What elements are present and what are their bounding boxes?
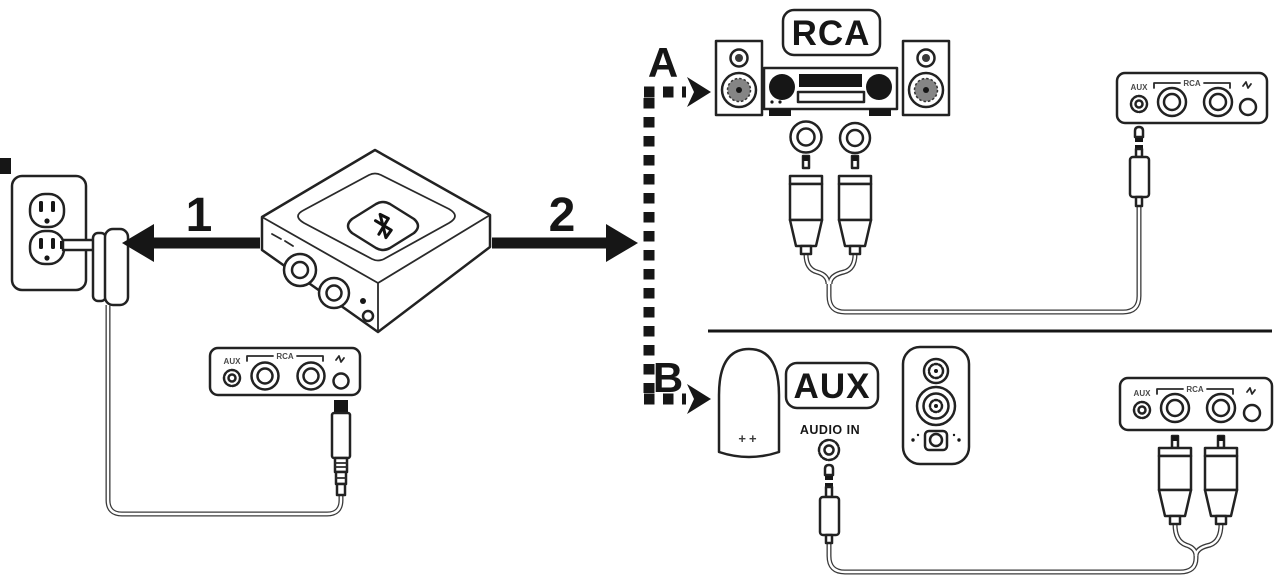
minijack-plug-icon-a bbox=[1128, 125, 1151, 208]
power-label-icon bbox=[1242, 81, 1252, 89]
adapter-rear-panel-b: AUX RCA bbox=[1118, 376, 1274, 432]
arrowhead-left bbox=[122, 224, 154, 262]
rca-plug-icon-gray-b bbox=[1157, 434, 1193, 526]
barrel-plug-icon bbox=[330, 400, 352, 497]
arrowhead-right bbox=[606, 224, 638, 262]
split-dotted-path: A B bbox=[643, 39, 711, 414]
section-a-rca: RCA bbox=[714, 8, 951, 256]
bluetooth-adapter bbox=[260, 148, 492, 334]
option-a-label: A bbox=[648, 39, 678, 86]
power-adapter bbox=[60, 227, 130, 307]
receiver-slot bbox=[796, 90, 866, 104]
adapter-rear-panel-main: AUX RCA bbox=[208, 346, 362, 397]
panel-main-aux-label: AUX bbox=[224, 357, 242, 366]
stereo-speaker-right bbox=[901, 39, 951, 117]
panel-main-rca-label: RCA bbox=[276, 352, 294, 361]
arrowhead-option-a bbox=[687, 77, 711, 107]
wall-outlet-icon bbox=[10, 174, 88, 292]
volume-buttons-label: ++ bbox=[738, 431, 759, 446]
audio-cable-b bbox=[826, 541, 1199, 575]
step-2-label: 2 bbox=[549, 189, 576, 242]
stereo-speaker-left bbox=[714, 39, 764, 117]
aux-badge: AUX bbox=[784, 361, 880, 410]
arrowhead-option-b bbox=[687, 384, 711, 414]
bluetooth-icon bbox=[373, 212, 393, 240]
outlet-socket-top bbox=[28, 192, 66, 229]
rca-plug-icon-white-b bbox=[1203, 434, 1239, 526]
power-cable bbox=[105, 305, 344, 517]
rca-badge-label: RCA bbox=[792, 14, 871, 53]
audio-cable-a bbox=[826, 205, 1142, 315]
receiver-display bbox=[799, 74, 862, 87]
audio-in-jack bbox=[817, 438, 841, 462]
rca-cable-a-left bbox=[803, 253, 831, 285]
speaker-volume-knob bbox=[911, 429, 961, 452]
arrow-2-audio: 2 bbox=[492, 189, 638, 262]
power-label-icon bbox=[1246, 387, 1256, 395]
powered-speaker-left: ++ bbox=[717, 347, 781, 459]
power-label-icon bbox=[335, 355, 345, 363]
arrow-1-power: 1 bbox=[122, 189, 260, 262]
rca-badge: RCA bbox=[781, 8, 882, 57]
section-b-aux: ++ AUX AUDIO IN bbox=[717, 345, 971, 545]
step-1-label: 1 bbox=[186, 189, 213, 242]
outlet-socket-bottom bbox=[28, 229, 66, 266]
cables bbox=[105, 205, 1224, 575]
bluetooth-button bbox=[346, 200, 420, 252]
audio-in-label: AUDIO IN bbox=[800, 423, 860, 437]
panel-b-aux-label: AUX bbox=[1134, 389, 1152, 398]
aux-badge-label: AUX bbox=[794, 367, 871, 406]
rca-plug-icon-gray-a bbox=[788, 154, 824, 256]
edge-artifact bbox=[0, 158, 11, 174]
powered-speaker-right bbox=[901, 345, 971, 466]
panel-a-aux-label: AUX bbox=[1131, 83, 1149, 92]
stereo-receiver bbox=[762, 66, 899, 116]
adapter-rear-panel-a: AUX RCA bbox=[1115, 71, 1269, 125]
device-front-jacks bbox=[271, 233, 375, 323]
panel-a-rca-label: RCA bbox=[1183, 79, 1201, 88]
minijack-plug-icon-b bbox=[818, 463, 841, 545]
panel-b-rca-label: RCA bbox=[1186, 385, 1204, 394]
option-b-label: B bbox=[653, 354, 683, 401]
rca-plug-icon-white-a bbox=[837, 154, 873, 256]
rca-input-jacks bbox=[789, 120, 872, 155]
